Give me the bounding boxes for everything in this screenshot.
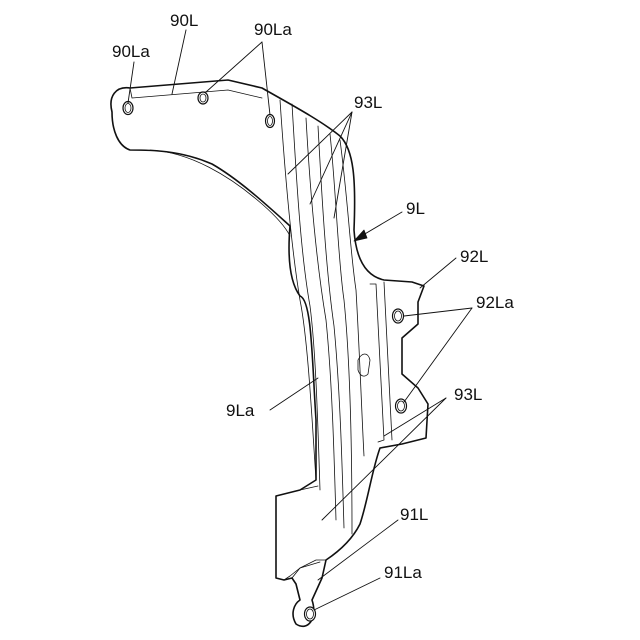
leader-93L-lower-b (322, 398, 446, 520)
leader-92L (420, 258, 456, 288)
groove-line-4 (318, 126, 344, 528)
label-9La: 9La (226, 401, 255, 420)
leader-92La-upper (404, 308, 472, 316)
label-91La: 91La (384, 563, 422, 582)
label-90L: 90L (170, 11, 198, 30)
leader-93L-lower-a (384, 398, 446, 436)
groove-line-5 (330, 134, 352, 534)
label-91L: 91L (400, 505, 428, 524)
bottom-fold-line (276, 486, 318, 496)
label-90La-left: 90La (112, 42, 150, 61)
label-93L-lower: 93L (454, 385, 482, 404)
label-92L: 92L (460, 247, 488, 266)
label-90La-right: 90La (254, 20, 292, 39)
leader-90La-to-right (262, 42, 270, 115)
arm-inner-edge (150, 150, 290, 236)
top-plate-edge (130, 88, 262, 98)
flange-inner-edge (370, 284, 384, 442)
bottom-tab-edge (292, 562, 320, 578)
flange-fold-line (384, 282, 392, 440)
label-93L-upper: 93L (354, 93, 382, 112)
leader-90La-to-middle (206, 42, 262, 92)
bracket-outline (111, 80, 428, 626)
groove-line-1 (280, 100, 316, 480)
arrow-9L (354, 230, 367, 241)
leader-90La-left (128, 62, 134, 103)
label-92La: 92La (476, 293, 514, 312)
bottom-fold-edge (284, 560, 326, 580)
label-9L: 9L (406, 199, 425, 218)
leader-91La (314, 578, 380, 610)
leader-93L-upper-c (334, 112, 352, 218)
